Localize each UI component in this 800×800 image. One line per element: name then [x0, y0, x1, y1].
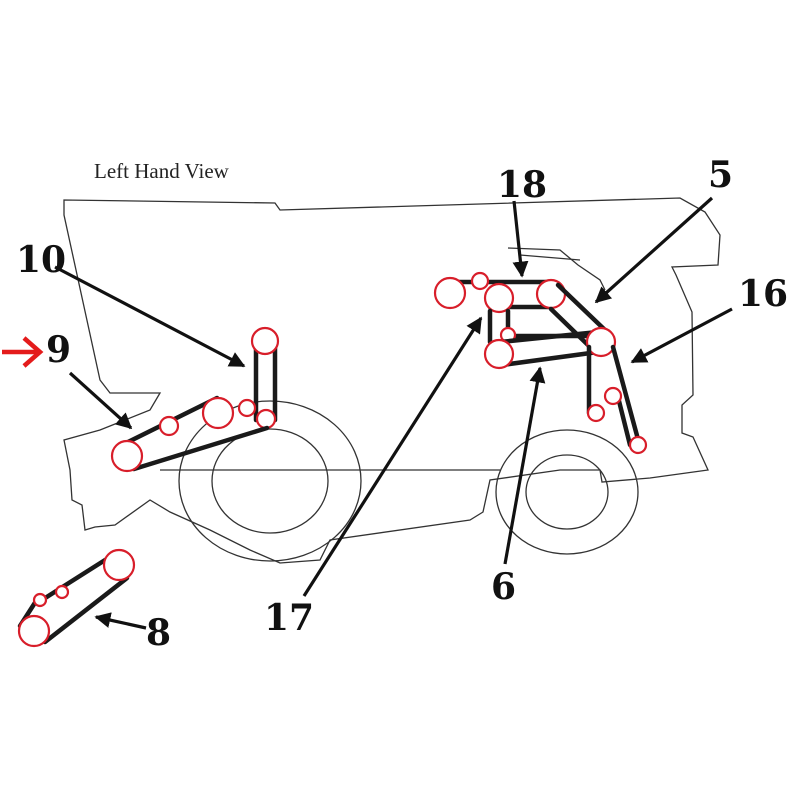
belt-16: [586, 344, 648, 455]
callout-6: 6: [491, 566, 516, 608]
callout-17: 17: [264, 597, 314, 639]
callout-18: 18: [497, 164, 547, 206]
combine-outline: [63, 197, 721, 564]
arrow-17: [302, 316, 483, 597]
pulley: [250, 326, 280, 356]
arrow-5: [594, 196, 714, 304]
pulley: [535, 278, 567, 310]
pulley: [32, 592, 48, 608]
pulley: [255, 408, 277, 430]
view-title: Left Hand View: [94, 159, 230, 183]
arrow-10: [54, 265, 246, 368]
arrow-18: [512, 200, 529, 278]
leader-arrows: [54, 196, 733, 630]
belt-18: [433, 271, 567, 314]
pulley: [158, 415, 180, 437]
pulley: [54, 584, 70, 600]
arrow-6: [503, 366, 546, 565]
pulley: [110, 439, 144, 473]
belt-6: [483, 329, 601, 370]
callout-16: 16: [738, 273, 788, 315]
pulley: [17, 614, 51, 648]
pulley: [102, 548, 136, 582]
pointer-arrow-icon: [2, 336, 44, 368]
pulley: [603, 386, 623, 406]
belt-5: [548, 282, 617, 358]
arrow-8: [94, 612, 147, 630]
arrow-9: [68, 371, 133, 430]
pulley: [483, 338, 515, 370]
callout-5: 5: [708, 154, 733, 196]
pulley: [483, 282, 515, 314]
pulley: [237, 398, 257, 418]
belt-8: [17, 548, 136, 648]
callout-9: 9: [46, 329, 71, 371]
front-wheel: [178, 400, 362, 562]
pulley: [628, 435, 648, 455]
pulley: [586, 403, 606, 423]
callout-8: 8: [146, 612, 171, 654]
rear-wheel: [495, 429, 639, 555]
pulley: [470, 271, 490, 291]
arrow-16: [630, 307, 733, 364]
belt-10: [250, 326, 280, 430]
pulley: [201, 396, 235, 430]
pulley: [433, 276, 467, 310]
belt-9: [110, 395, 270, 473]
pulley: [585, 326, 617, 358]
callout-10: 10: [16, 239, 66, 281]
